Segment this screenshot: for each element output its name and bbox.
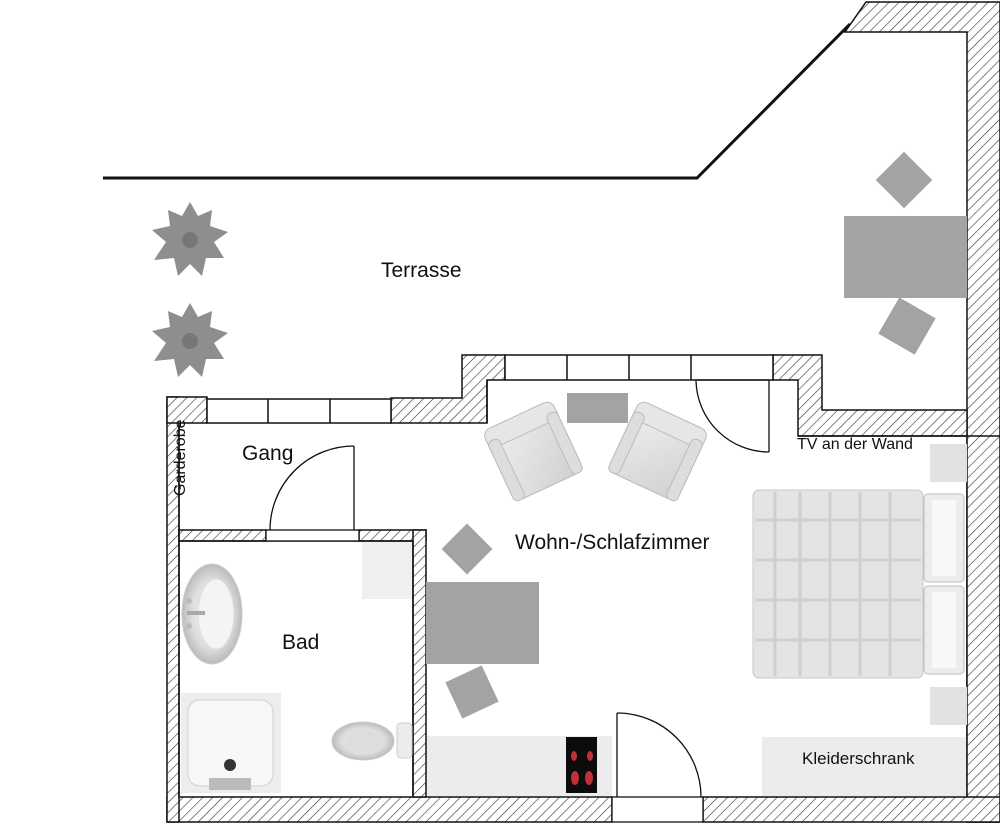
- room-label-wardrobe-niche: Garderobe: [172, 419, 189, 497]
- terrace-boundary: [103, 22, 852, 180]
- nightstand: [930, 444, 967, 482]
- door-entrance[interactable]: [611, 712, 704, 823]
- bathroom-cabinet: [362, 542, 412, 599]
- armchair: [608, 401, 707, 502]
- cooktop-icon: [566, 737, 597, 793]
- tv-annotation: TV an der Wand: [797, 436, 913, 453]
- coffee-table: [567, 393, 628, 423]
- nightstand: [930, 687, 967, 725]
- windows: [206, 354, 774, 424]
- sink-icon: [181, 563, 243, 665]
- dining-table: [426, 523, 539, 719]
- room-label-hallway: Gang: [242, 442, 294, 465]
- wardrobe-label: Kleiderschrank: [802, 749, 915, 768]
- double-bed: [752, 489, 965, 679]
- plant-icon: [152, 303, 228, 377]
- inner-wall-lines: [178, 380, 967, 797]
- wardrobe: [762, 737, 966, 796]
- door-terrace[interactable]: [695, 379, 770, 453]
- room-label-living-bedroom: Wohn-/Schlafzimmer: [515, 531, 710, 554]
- terrace-table: [844, 151, 967, 355]
- walls: [166, 1, 1000, 823]
- plant-icon: [152, 202, 228, 276]
- room-label-terrace: Terrasse: [381, 259, 462, 282]
- door-gang-bath[interactable]: [265, 445, 360, 542]
- room-label-bathroom: Bad: [282, 631, 320, 654]
- armchair: [484, 401, 583, 502]
- shower-icon: [181, 693, 281, 793]
- toilet-icon: [331, 721, 413, 761]
